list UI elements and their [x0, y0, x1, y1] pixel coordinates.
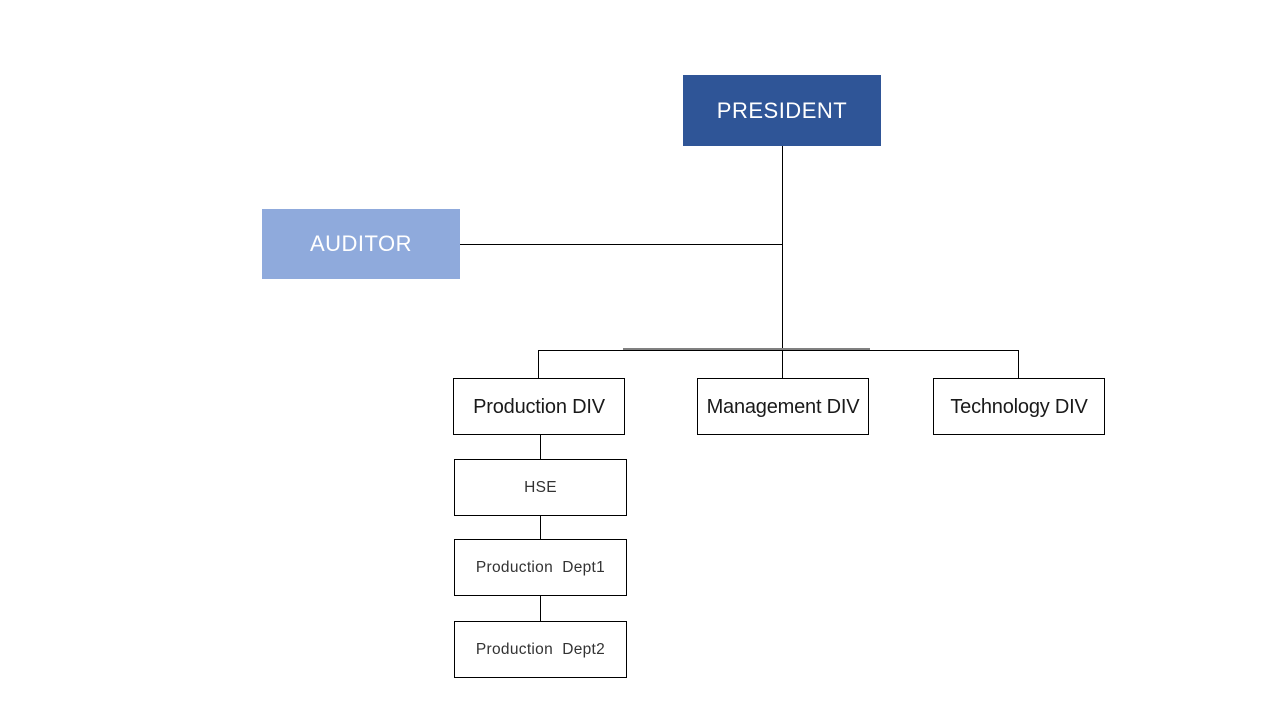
node-hse: HSE — [454, 459, 627, 516]
node-technology-div: Technology DIV — [933, 378, 1105, 435]
node-production-dept2: Production Dept2 — [454, 621, 627, 678]
node-president: PRESIDENT — [683, 75, 881, 146]
connector-drop-management — [782, 350, 783, 378]
node-management-div: Management DIV — [697, 378, 869, 435]
connector-hse — [540, 435, 541, 459]
connector-dept1 — [540, 516, 541, 539]
connector-distribution-bar — [538, 350, 1018, 351]
connector-president-stem — [782, 146, 783, 350]
connector-dept2 — [540, 596, 541, 621]
connector-auditor-branch — [460, 244, 782, 245]
node-production-dept1: Production Dept1 — [454, 539, 627, 596]
connector-drop-production — [538, 350, 539, 378]
connector-distribution-bar-overlay — [623, 348, 870, 350]
node-production-div: Production DIV — [453, 378, 625, 435]
connector-drop-technology — [1018, 350, 1019, 378]
node-auditor: AUDITOR — [262, 209, 460, 279]
